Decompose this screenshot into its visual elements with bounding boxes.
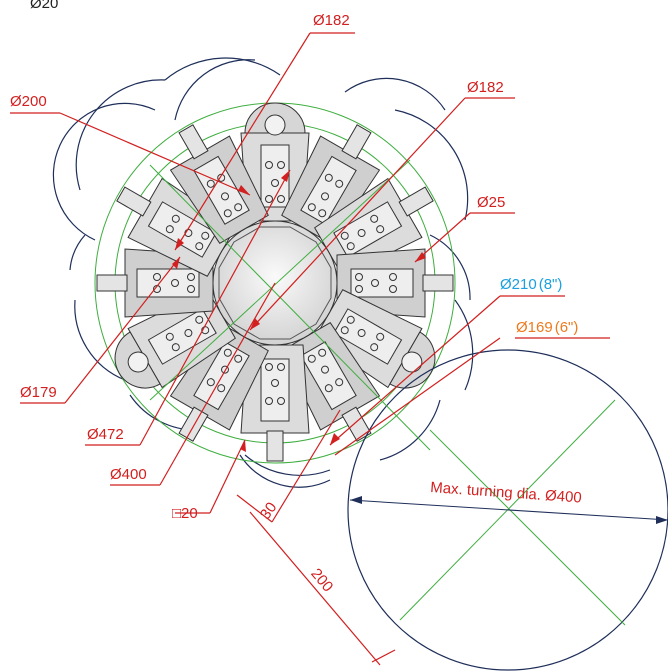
turret-station xyxy=(314,177,434,277)
label-d182-right: Ø182 xyxy=(467,79,504,96)
label-d169-inch: (6") xyxy=(555,319,579,336)
label-d210-value: Ø210 xyxy=(500,276,537,293)
label-dim30: 30 xyxy=(257,499,280,522)
label-d210-inch: (8") xyxy=(539,276,563,293)
label-d472: Ø472 xyxy=(87,426,124,443)
turret-station xyxy=(281,322,381,442)
label-d179: Ø179 xyxy=(20,384,57,401)
dimension-arrows xyxy=(172,170,426,452)
label-top-partial: Ø20 xyxy=(30,0,58,12)
turret-station xyxy=(314,289,436,389)
label-d210: Ø210(8") xyxy=(500,276,562,293)
label-square20: □20 xyxy=(172,505,198,522)
turret-station xyxy=(169,124,269,244)
dimension-lines xyxy=(10,32,610,666)
label-d400: Ø400 xyxy=(110,466,147,483)
label-d25: Ø25 xyxy=(477,194,505,211)
label-dim200: 200 xyxy=(307,565,336,595)
max-turning-circle xyxy=(347,349,668,671)
label-d182-top: Ø182 xyxy=(313,12,350,29)
turret-body xyxy=(96,102,454,462)
turret-station xyxy=(116,177,236,277)
label-d169: Ø169(6") xyxy=(516,319,578,336)
label-d200: Ø200 xyxy=(10,93,47,110)
label-d169-value: Ø169 xyxy=(516,319,553,336)
turret-station xyxy=(114,289,236,389)
turret-centerlines xyxy=(149,159,431,451)
label-max-turning: Max. turning dia. Ø400 xyxy=(430,479,583,507)
turret-station xyxy=(281,124,381,244)
